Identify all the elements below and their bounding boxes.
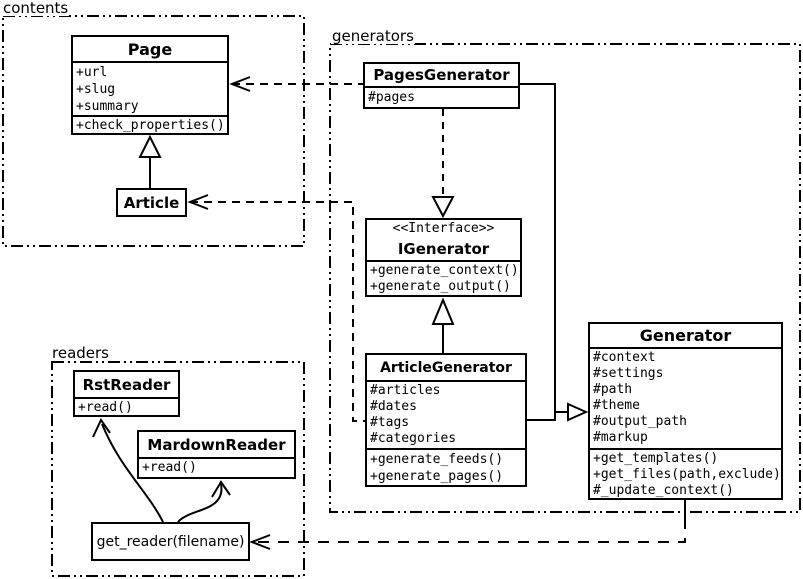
attribute: #pages (368, 90, 415, 105)
class-articlegenerator-methods: +generate_feeds() +generate_pages() (367, 448, 525, 485)
attribute: #categories (370, 431, 457, 446)
generalization-to-generator (520, 83, 589, 422)
attribute: +slug (76, 82, 116, 97)
attribute: #markup (593, 430, 648, 445)
class-igenerator: <<Interface>> IGenerator +generate_conte… (365, 218, 522, 297)
class-articlegenerator-name: ArticleGenerator (380, 359, 512, 376)
class-pagesgenerator-name: PagesGenerator (373, 66, 510, 84)
class-pagesgenerator: PagesGenerator #pages (363, 62, 520, 109)
attribute: +summary (76, 99, 139, 114)
class-page: Page +url +slug +summary +check_properti… (71, 35, 229, 135)
package-label-generators: generators (331, 27, 415, 45)
method: +read() (78, 400, 133, 415)
method: #_update_context() (593, 483, 734, 498)
package-frame-generators (329, 43, 801, 513)
package-frame-readers (51, 361, 305, 577)
attribute: #settings (593, 366, 664, 381)
class-article: Article (116, 188, 187, 217)
package-frame-contents (2, 15, 305, 247)
attribute: +url (76, 65, 108, 80)
class-articlegenerator-attributes: #articles #dates #tags #categories (367, 380, 525, 448)
class-pagesgenerator-attributes: #pages (365, 86, 518, 107)
method: +check_properties() (76, 118, 225, 133)
class-page-name: Page (127, 39, 173, 59)
function-get-reader: get_reader(filename) (91, 522, 250, 561)
class-page-methods: +check_properties() (73, 115, 227, 133)
function-get-reader-label: get_reader(filename) (96, 533, 245, 550)
class-articlegenerator: ArticleGenerator #articles #dates #tags … (365, 353, 527, 487)
class-page-attributes: +url +slug +summary (73, 61, 227, 115)
class-igenerator-stereotype: <<Interface>> (392, 221, 495, 236)
attribute: #dates (370, 399, 417, 414)
attribute: #tags (370, 415, 410, 430)
class-article-name: Article (123, 193, 180, 212)
call-getreader-to-mardownreader (177, 480, 231, 523)
method: +get_files(path,exclude) (593, 467, 781, 482)
package-label-readers: readers (51, 344, 110, 362)
class-mardownreader: MardownReader +read() (137, 430, 296, 479)
class-igenerator-header: <<Interface>> IGenerator (367, 220, 520, 260)
class-mardownreader-name: MardownReader (147, 435, 286, 454)
package-label-contents: contents (2, 0, 70, 17)
attribute: #output_path (593, 414, 687, 429)
attribute: #articles (370, 383, 441, 398)
generalization-article-to-page (138, 134, 162, 188)
class-generator-name: Generator (639, 326, 732, 345)
attribute: #theme (593, 398, 640, 413)
class-mardownreader-methods: +read() (139, 457, 294, 477)
attribute: #path (593, 382, 633, 397)
class-igenerator-methods: +generate_context() +generate_output() (367, 260, 520, 295)
class-generator-attributes: #context #settings #path #theme #output_… (590, 347, 781, 448)
call-getreader-to-rstreader (92, 418, 164, 523)
attribute: #context (593, 350, 656, 365)
class-rstreader-methods: +read() (75, 397, 178, 415)
method: +generate_output() (370, 279, 511, 294)
method: +generate_feeds() (370, 452, 504, 467)
class-generator-methods: +get_templates() +get_files(path,exclude… (590, 448, 781, 498)
method: +generate_pages() (370, 469, 504, 484)
method: +get_templates() (593, 451, 719, 466)
class-igenerator-name: IGenerator (397, 240, 490, 258)
method: +read() (142, 460, 197, 475)
class-generator: Generator #context #settings #path #them… (588, 322, 783, 500)
generalization-articlegenerator-to-igenerator (431, 297, 455, 353)
dependency-articlegenerator-to-article (187, 194, 365, 422)
method: +generate_context() (370, 263, 519, 278)
class-rstreader-name: RstReader (82, 375, 171, 394)
dependency-pagesgenerator-to-page (229, 76, 363, 92)
class-rstreader: RstReader +read() (73, 370, 180, 417)
realization-pagesgenerator-to-igenerator (431, 109, 455, 219)
dependency-generator-to-getreader (249, 500, 686, 550)
